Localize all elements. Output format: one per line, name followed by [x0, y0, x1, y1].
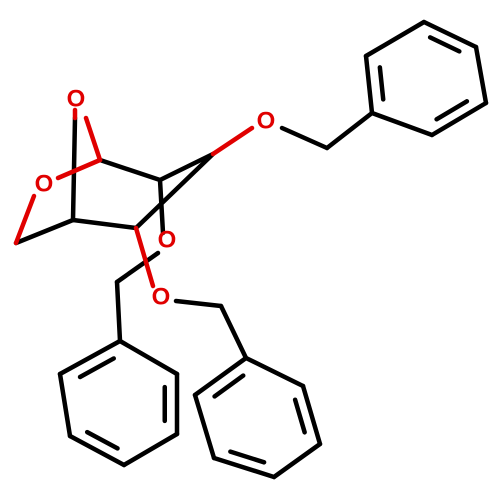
ring-bond — [369, 110, 435, 138]
bond-o-ch2 — [114, 250, 161, 285]
atom-label-o-bridge: O — [67, 86, 86, 113]
ring-bond — [57, 338, 123, 377]
bond-ch2-ph — [324, 110, 375, 151]
ring-double-bond — [377, 65, 386, 102]
atom-label-o-ether-top: O — [257, 108, 276, 135]
oxygen-bonds — [13, 107, 255, 289]
ring-double-bond — [77, 356, 116, 380]
bond-o-ch2 — [279, 125, 330, 151]
bond-c-o — [210, 125, 255, 157]
ring-bond — [429, 100, 489, 138]
carbon-bonds — [13, 19, 489, 480]
benzene-ring-left — [57, 338, 180, 468]
ring-bond — [243, 355, 306, 389]
bond-c-o — [13, 193, 37, 246]
ring-bond — [57, 371, 73, 439]
ring-double-bond — [427, 35, 462, 54]
ring-bond — [192, 355, 249, 398]
ring-double-bond — [292, 397, 307, 435]
bond-ch2-ph — [218, 303, 249, 361]
bond-c-c — [157, 151, 216, 183]
atom-label-o-ring: O — [35, 171, 54, 198]
atom-labels: O O O O O — [35, 86, 276, 311]
ring-bond — [363, 19, 427, 59]
ring-bond — [211, 455, 277, 480]
atom-label-o-ether-middle: O — [158, 227, 177, 254]
ring-bond — [67, 433, 127, 468]
bond-c-o — [83, 115, 103, 163]
ring-bond — [473, 44, 489, 106]
bond-c-c — [97, 157, 163, 183]
bond-c-c — [13, 217, 76, 246]
ring-double-bond — [228, 449, 267, 465]
atom-label-o-ether-bottom: O — [152, 284, 171, 311]
bond-c-o — [55, 157, 103, 181]
bond-o-ch2 — [173, 298, 224, 309]
ring-bond — [300, 383, 323, 447]
benzene-ring-right — [192, 355, 323, 480]
ring-bond — [363, 53, 375, 116]
ring-bond — [192, 392, 217, 461]
ring-bond — [117, 338, 180, 377]
ring-double-bond — [212, 373, 246, 399]
ring-double-bond — [84, 429, 120, 451]
ring-bond — [271, 441, 323, 480]
bond-c-o — [133, 225, 156, 289]
bond-c-c — [70, 217, 139, 231]
bond-ch2-ph — [114, 279, 123, 344]
ring-bond — [121, 431, 180, 468]
ring-double-bond — [434, 99, 470, 122]
bond-c-c — [133, 151, 216, 231]
benzene-ring-top — [363, 19, 489, 138]
ring-bond — [421, 19, 479, 50]
